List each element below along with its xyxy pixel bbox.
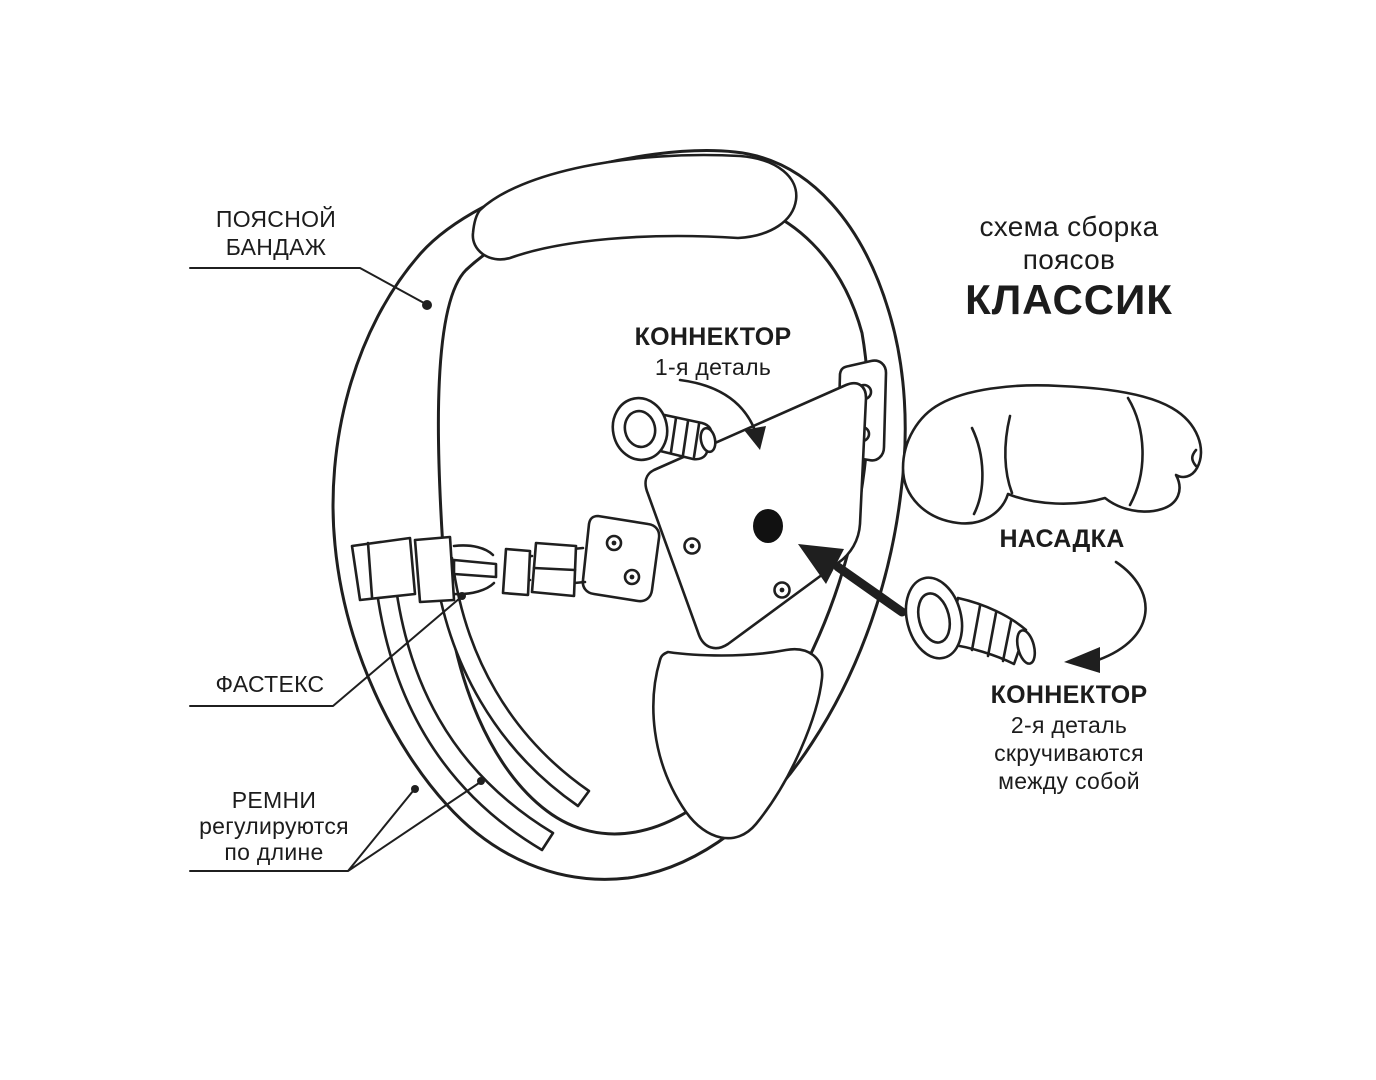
diagram-title-line1: схема сборка — [979, 211, 1159, 242]
leader-straps — [189, 782, 480, 872]
label-connector-2-detail: 2-я деталь — [1010, 712, 1128, 738]
adjustable-straps-drawing — [372, 556, 591, 852]
label-attachment: НАСАДКА — [962, 524, 1162, 555]
leader-waist-band — [189, 267, 425, 304]
arrowhead-attachment — [1064, 647, 1100, 673]
connector-2-drawing — [904, 576, 1037, 666]
label-connector-2: КОННЕКТОР 2-я деталь скручиваются между … — [930, 680, 1208, 795]
arrows — [678, 378, 1147, 673]
label-connector-2-note1: скручиваются — [994, 740, 1144, 766]
attachment-drawing — [901, 384, 1203, 525]
lower-triangle-drawing — [652, 647, 824, 840]
diagram-title-line2: поясов — [1022, 244, 1116, 275]
label-waist-band: ПОЯСНОЙ БАНДАЖ — [190, 205, 362, 261]
leader-lines — [189, 267, 485, 872]
leader-dot-strap-2 — [477, 777, 485, 785]
label-straps-line3: по длине — [224, 839, 324, 865]
label-attachment-name: НАСАДКА — [999, 525, 1125, 553]
panel-hole — [753, 509, 783, 543]
connector-1-drawing — [611, 396, 717, 462]
label-fastex-name: ФАСТЕКС — [215, 671, 325, 697]
label-fastex: ФАСТЕКС — [190, 670, 350, 698]
label-waist-band-line2: БАНДАЖ — [225, 234, 327, 260]
curved-arrow-attachment — [1096, 560, 1147, 662]
diagram-title-line3: КЛАССИК — [965, 276, 1173, 323]
arrowhead-panel-hole — [798, 544, 844, 584]
fastex-buckle-drawing — [350, 535, 587, 604]
leader-dot-strap-1 — [411, 785, 419, 793]
curved-arrow-connector-1 — [678, 378, 759, 438]
thick-arrow-panel-hole — [833, 562, 907, 617]
leader-dot-fastex — [458, 592, 466, 600]
diagram-title: схема сборка поясов КЛАССИК — [930, 210, 1208, 324]
label-straps: РЕМНИ регулируются по длине — [188, 787, 360, 865]
label-waist-band-line1: ПОЯСНОЙ — [215, 206, 337, 232]
leader-dot-waist-band — [422, 300, 432, 310]
label-connector-2-name: КОННЕКТОР — [990, 681, 1148, 709]
label-straps-line2: регулируются — [199, 813, 349, 839]
label-straps-line1: РЕМНИ — [231, 787, 317, 813]
label-connector-1-name: КОННЕКТОР — [634, 323, 792, 351]
arrowhead-connector-1 — [744, 426, 766, 450]
label-connector-2-note2: между собой — [998, 768, 1140, 794]
label-connector-1: КОННЕКТОР 1-я деталь — [600, 322, 826, 381]
label-connector-1-detail: 1-я деталь — [654, 354, 772, 380]
leader-fastex — [189, 597, 461, 707]
